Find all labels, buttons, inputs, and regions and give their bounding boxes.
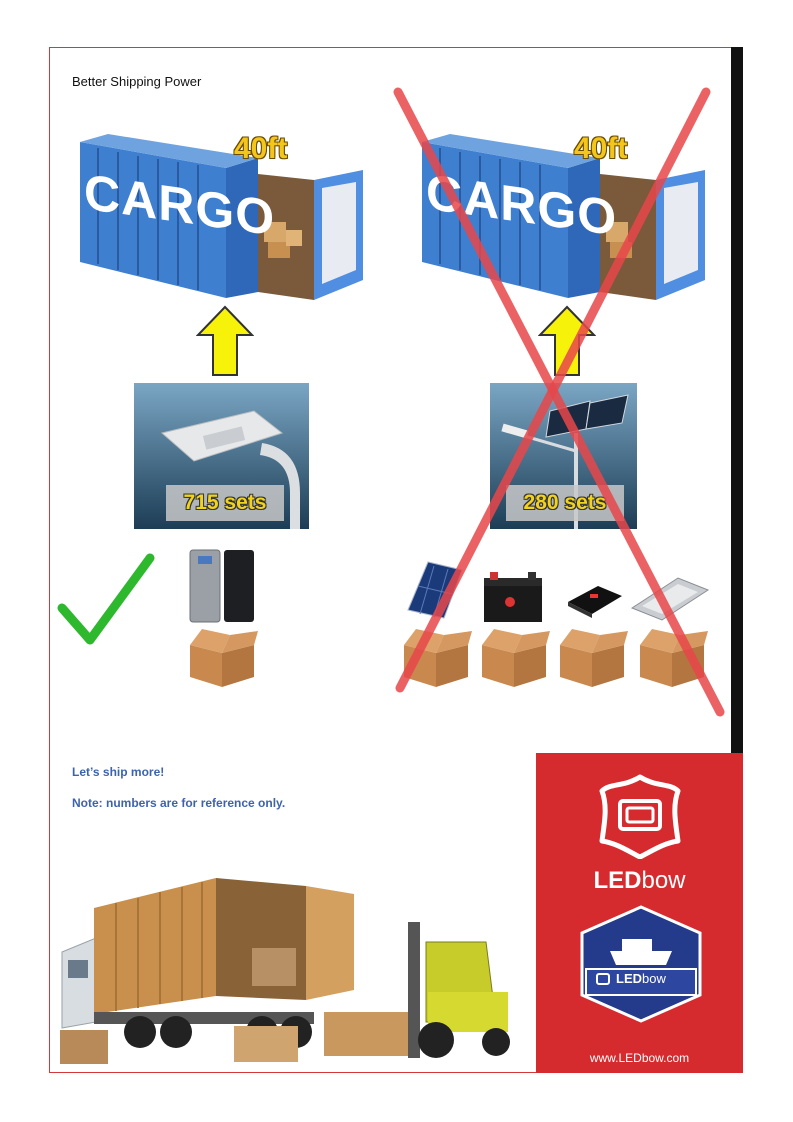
tv-icon: [596, 973, 610, 985]
arrow-up-icon: [538, 305, 596, 376]
left-shipping-container: CARGO 40ft: [78, 130, 368, 300]
battery-product: [484, 572, 542, 622]
check-mark-icon: [57, 553, 155, 645]
arrow-up-icon: [196, 305, 254, 376]
cardboard-box-icon: [482, 629, 550, 687]
lamp-quantity-label: 715 sets: [166, 485, 284, 521]
container-size-label: 40ft: [234, 132, 288, 165]
website-url: www.LEDbow.com: [589, 1051, 690, 1065]
truck-forklift-illustration: [56, 878, 526, 1070]
note-reference-only: Note: numbers are for reference only.: [72, 796, 286, 810]
badge-brand-name: LEDbow: [596, 971, 696, 986]
right-edge-bar: [731, 47, 743, 753]
controller-product: [568, 586, 622, 618]
shipping-badge-icon: [580, 905, 702, 1023]
note-ship-more: Let’s ship more!: [72, 765, 165, 779]
cardboard-box-icon: [560, 629, 628, 687]
brand-panel: LEDbow LEDbow www.LEDbow.com: [536, 753, 743, 1073]
container-size-label: 40ft: [574, 132, 628, 165]
x-mark-icon: [393, 87, 725, 717]
led-lamp-head-product: [630, 577, 710, 621]
all-in-one-lamp-product: [189, 549, 254, 623]
all-in-one-lamp-photo: 715 sets: [134, 383, 309, 529]
ledbow-logo-icon: [599, 774, 681, 859]
brand-name: LEDbow: [593, 867, 686, 894]
page-title: Better Shipping Power: [72, 74, 202, 89]
cardboard-box-icon: [190, 629, 258, 687]
